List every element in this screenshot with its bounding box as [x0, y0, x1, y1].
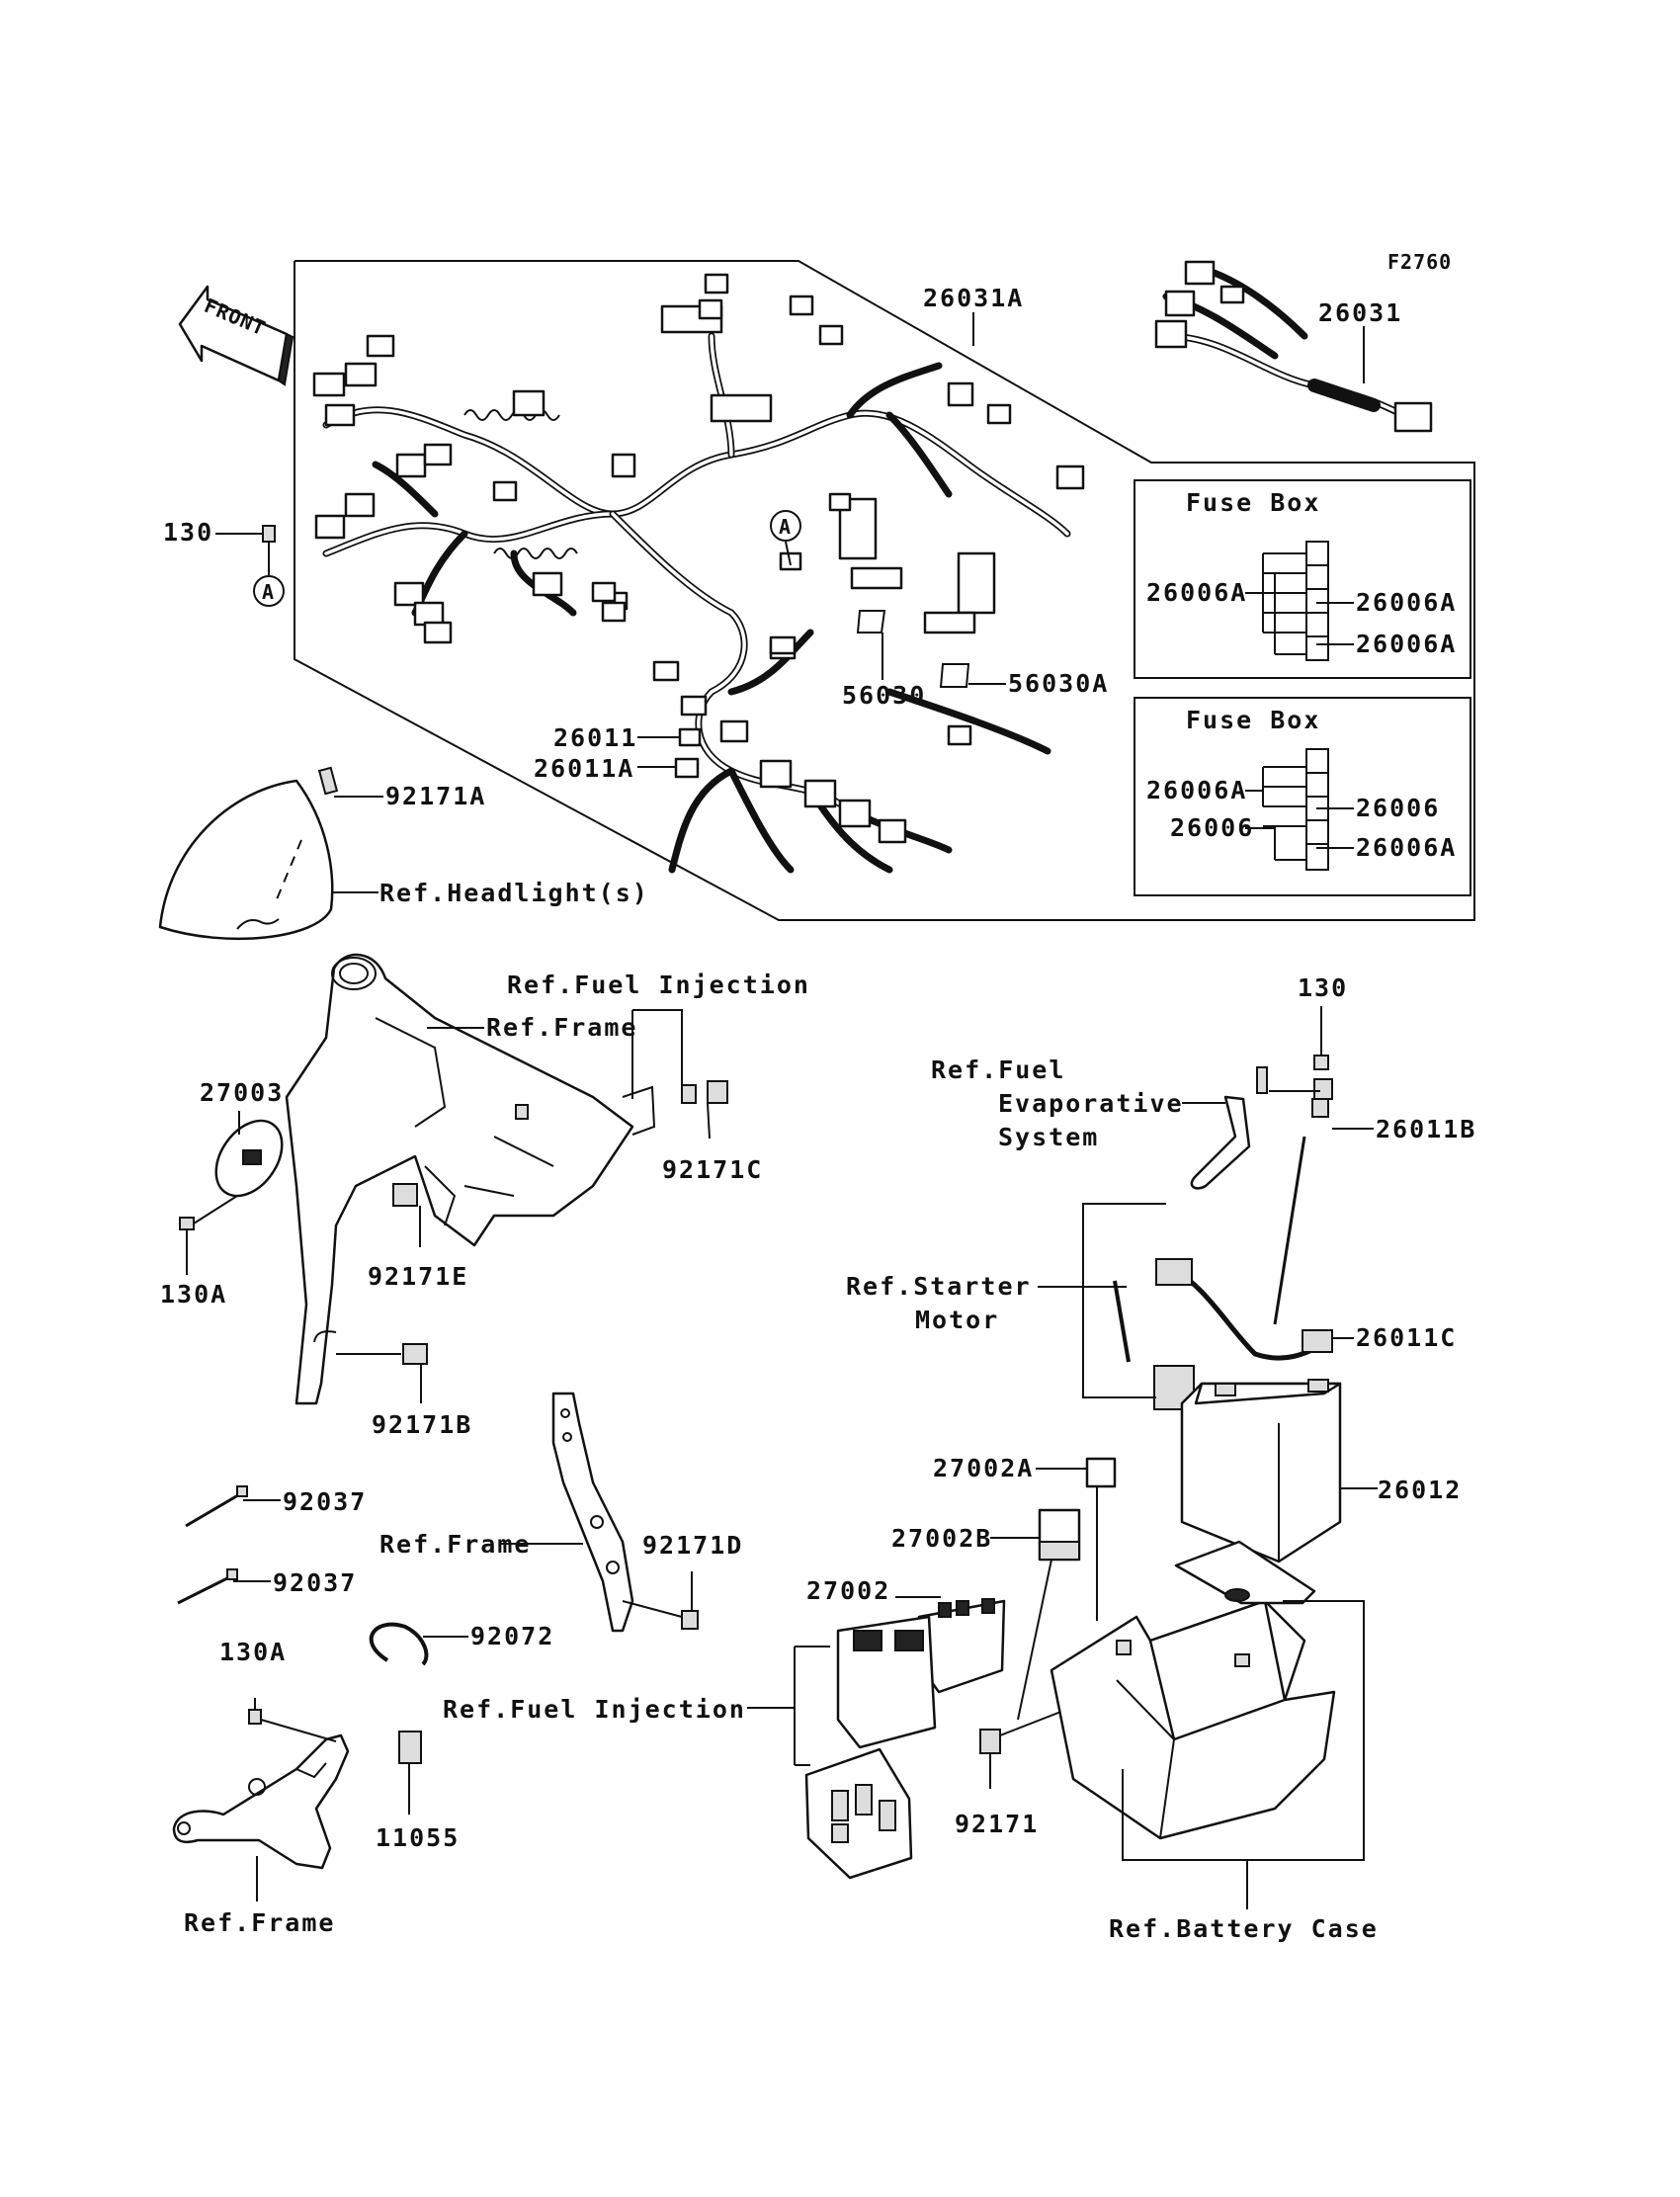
bolt-130-icon — [262, 525, 276, 575]
part-label-27002: 27002 — [806, 1576, 890, 1605]
harness-panel-outline — [294, 260, 1475, 921]
part-label-26011C: 26011C — [1356, 1323, 1457, 1352]
part-label-26011B: 26011B — [1376, 1115, 1476, 1143]
band-92072-icon — [369, 1622, 429, 1666]
part-label-130A-bottom: 130A — [219, 1638, 287, 1666]
fuse-box-2-left-label-2: 26006 — [1170, 813, 1254, 842]
fuse-box-panel-2 — [1134, 697, 1471, 896]
part-label-92171B: 92171B — [372, 1410, 472, 1439]
ref-fuel-evap-line3: System — [998, 1123, 1099, 1151]
ref-fuel-evap-line1: Ref.Fuel — [931, 1056, 1065, 1084]
part-label-92072: 92072 — [470, 1622, 554, 1650]
battery-case-drawing — [1050, 1540, 1336, 1840]
part-label-26011: 26011 — [553, 723, 637, 752]
ref-frame-top: Ref.Frame — [486, 1013, 637, 1042]
relay-27002A-icon — [1085, 1457, 1117, 1621]
part-label-11055: 11055 — [376, 1823, 460, 1852]
part-label-92171: 92171 — [955, 1810, 1039, 1838]
callout-a-harness-label: A — [779, 515, 792, 539]
fuse-box-panel-1 — [1134, 479, 1471, 679]
part-label-26011A: 26011A — [534, 754, 634, 783]
part-label-92037-a: 92037 — [283, 1487, 367, 1516]
cable-tie-92037-a-icon — [185, 1485, 248, 1528]
part-label-92171A: 92171A — [385, 782, 486, 810]
starter-relay-cable-drawing — [1113, 1136, 1333, 1410]
part-label-56030: 56030 — [842, 681, 926, 710]
fuse-box-1-right-label-2: 26006A — [1356, 630, 1457, 658]
part-label-27002A: 27002A — [933, 1454, 1034, 1482]
cable-tie-92037-b-icon — [177, 1568, 238, 1605]
ref-frame-bottom: Ref.Frame — [184, 1908, 335, 1937]
part-label-130-right: 130 — [1298, 973, 1348, 1002]
relay-27002B-icon — [1017, 1508, 1081, 1721]
callout-circle-a-harness — [770, 510, 801, 542]
ref-fuel-injection-top: Ref.Fuel Injection — [507, 971, 810, 999]
part-label-26031: 26031 — [1318, 298, 1402, 327]
fuse-box-1-left-label-1: 26006A — [1146, 578, 1247, 607]
ref-fuel-injection-bottom: Ref.Fuel Injection — [443, 1695, 746, 1724]
leader-fuel-injection-top-a — [632, 1009, 683, 1097]
fuse-box-1-title: Fuse Box — [1186, 488, 1320, 517]
figure-code: F2760 — [1387, 250, 1452, 274]
battery-drawing — [1180, 1379, 1342, 1563]
part-label-26031A: 26031A — [923, 284, 1024, 312]
ref-fuel-evap-line2: Evaporative — [998, 1089, 1184, 1118]
part-label-92171D: 92171D — [642, 1531, 743, 1560]
front-arrow-icon: FRONT — [178, 285, 294, 386]
part-label-130A-left: 130A — [160, 1280, 227, 1309]
main-harness-drawing — [312, 273, 1085, 874]
callout-circle-a-left — [253, 575, 285, 607]
part-label-27003: 27003 — [200, 1078, 284, 1107]
callout-a-left-label: A — [262, 580, 275, 604]
frame-drawing — [214, 953, 728, 1405]
fuse-box-2-drawing — [1245, 748, 1354, 871]
fuse-box-2-right-label-1: 26006 — [1356, 794, 1440, 822]
part-label-92171C: 92171C — [662, 1155, 763, 1184]
ref-starter-line1: Ref.Starter — [846, 1272, 1032, 1301]
fuse-box-2-right-label-2: 26006A — [1356, 833, 1457, 862]
bracket-frame-drawing — [172, 1709, 422, 1870]
ref-starter-line2: Motor — [915, 1306, 999, 1334]
fuse-box-2-left-label-1: 26006A — [1146, 776, 1247, 804]
leader-starter-bracket — [1082, 1203, 1166, 1398]
leader-92171C — [707, 1102, 711, 1140]
part-label-56030A: 56030A — [1008, 669, 1109, 698]
bolt-130A-left-icon — [179, 1195, 238, 1230]
sub-harness-26031 — [1154, 260, 1433, 433]
part-label-92171E: 92171E — [368, 1262, 468, 1291]
part-label-92037-b: 92037 — [273, 1568, 357, 1597]
part-label-27002B: 27002B — [891, 1524, 992, 1553]
fuse-box-1-drawing — [1245, 541, 1354, 661]
part-label-26012: 26012 — [1378, 1476, 1462, 1504]
fuse-box-1-right-label-1: 26006A — [1356, 588, 1457, 617]
fuse-box-2-title: Fuse Box — [1186, 706, 1320, 734]
ecu-27002-drawing — [917, 1598, 1006, 1694]
ref-frame-mid: Ref.Frame — [379, 1530, 531, 1559]
ref-headlight: Ref.Headlight(s) — [379, 879, 649, 907]
headlight-drawing — [158, 766, 339, 941]
ref-battery-case: Ref.Battery Case — [1109, 1914, 1379, 1943]
frame-piece-drawing — [551, 1392, 699, 1633]
evap-system-drawing — [1190, 1055, 1333, 1190]
part-label-130-top: 130 — [163, 518, 213, 547]
fuel-injection-ecu-drawing — [804, 1615, 937, 1880]
leader-callout-a-harness — [785, 541, 792, 566]
leader-battery-case-bracket — [1122, 1600, 1365, 1861]
